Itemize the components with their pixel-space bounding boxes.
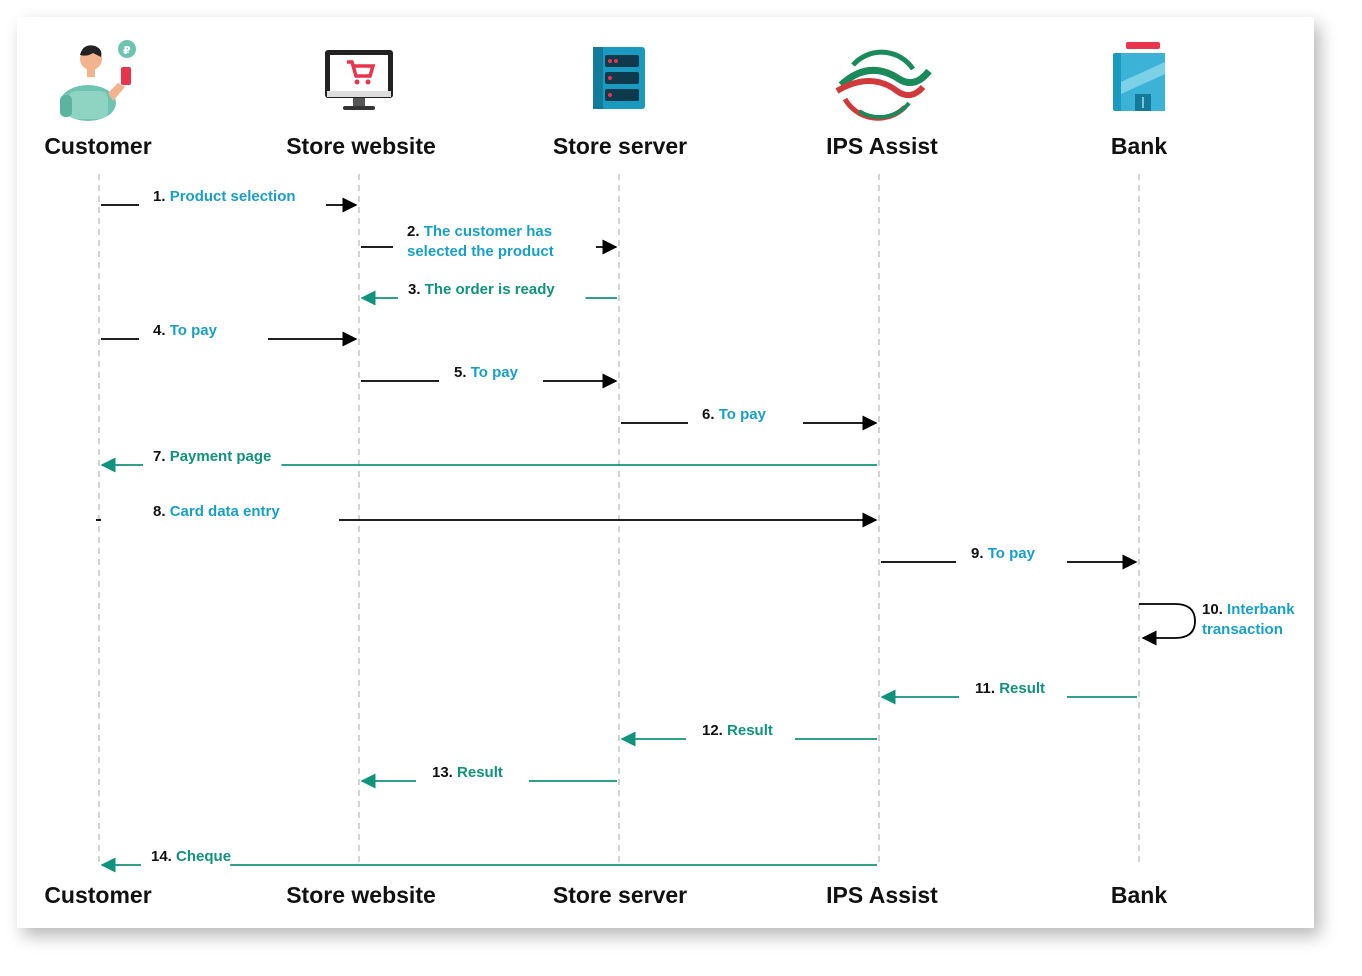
self-message-arrow [1139, 603, 1196, 646]
message-label: 6. To pay [702, 406, 767, 423]
message-label: 11. Result [975, 680, 1045, 697]
message-label: 7. Payment page [153, 448, 271, 465]
diagram-card: ₽ [17, 17, 1314, 928]
actor-label-top-4: Bank [1111, 133, 1167, 159]
message-9: 9. To pay [881, 545, 1138, 570]
actor-label-bottom-3: IPS Assist [826, 882, 938, 908]
message-13: 13. Result [360, 764, 617, 789]
message-label: 1. Product selection [153, 188, 296, 205]
actor-label-top-0: Customer [44, 133, 151, 159]
message-2: 2. The customer has selected the product [361, 223, 618, 260]
actor-label-bottom-4: Bank [1111, 882, 1167, 908]
message-4: 4. To pay [101, 322, 358, 347]
message-6: 6. To pay [621, 406, 878, 431]
message-label-line2: transaction [1202, 621, 1283, 638]
actor-label-bottom-0: Customer [44, 882, 151, 908]
message-7: 7. Payment page [100, 448, 877, 473]
actor-label-bottom-1: Store website [286, 882, 436, 908]
actor-label-bottom-2: Store server [553, 882, 687, 908]
message-label: 2. The customer has [407, 223, 552, 240]
message-label: 3. The order is ready [408, 281, 555, 298]
message-label: 13. Result [432, 764, 503, 781]
message-label-line2: selected the product [407, 243, 554, 260]
bank-building-icon [1113, 42, 1165, 111]
message-12: 12. Result [620, 722, 877, 747]
message-5: 5. To pay [361, 364, 618, 389]
message-label: 8. Card data entry [153, 503, 280, 520]
message-label: 5. To pay [454, 364, 519, 381]
actor-label-top-2: Store server [553, 133, 687, 159]
message-label: 9. To pay [971, 545, 1036, 562]
sequence-diagram: ₽ [44, 40, 1295, 908]
message-label: 12. Result [702, 722, 773, 739]
message-14: 14. Cheque [100, 848, 877, 873]
message-8: 8. Card data entry [96, 503, 878, 528]
svg-text:₽: ₽ [123, 44, 131, 57]
ips-assist-logo-icon [835, 49, 932, 121]
message-label: 10. Interbank [1202, 601, 1295, 618]
actor-label-top-3: IPS Assist [826, 133, 938, 159]
customer-person-icon: ₽ [60, 40, 136, 121]
message-label: 4. To pay [153, 322, 218, 339]
message-3: 3. The order is ready [360, 281, 617, 306]
message-label: 14. Cheque [151, 848, 231, 865]
server-rack-icon [593, 47, 645, 109]
messages: 1. Product selection 2. The customer has s… [96, 188, 1295, 873]
message-11: 11. Result [880, 680, 1137, 705]
monitor-cart-icon [325, 50, 393, 110]
actor-label-top-1: Store website [286, 133, 436, 159]
message-10: 10. Interbank transaction [1139, 601, 1295, 646]
message-1: 1. Product selection [101, 188, 358, 213]
